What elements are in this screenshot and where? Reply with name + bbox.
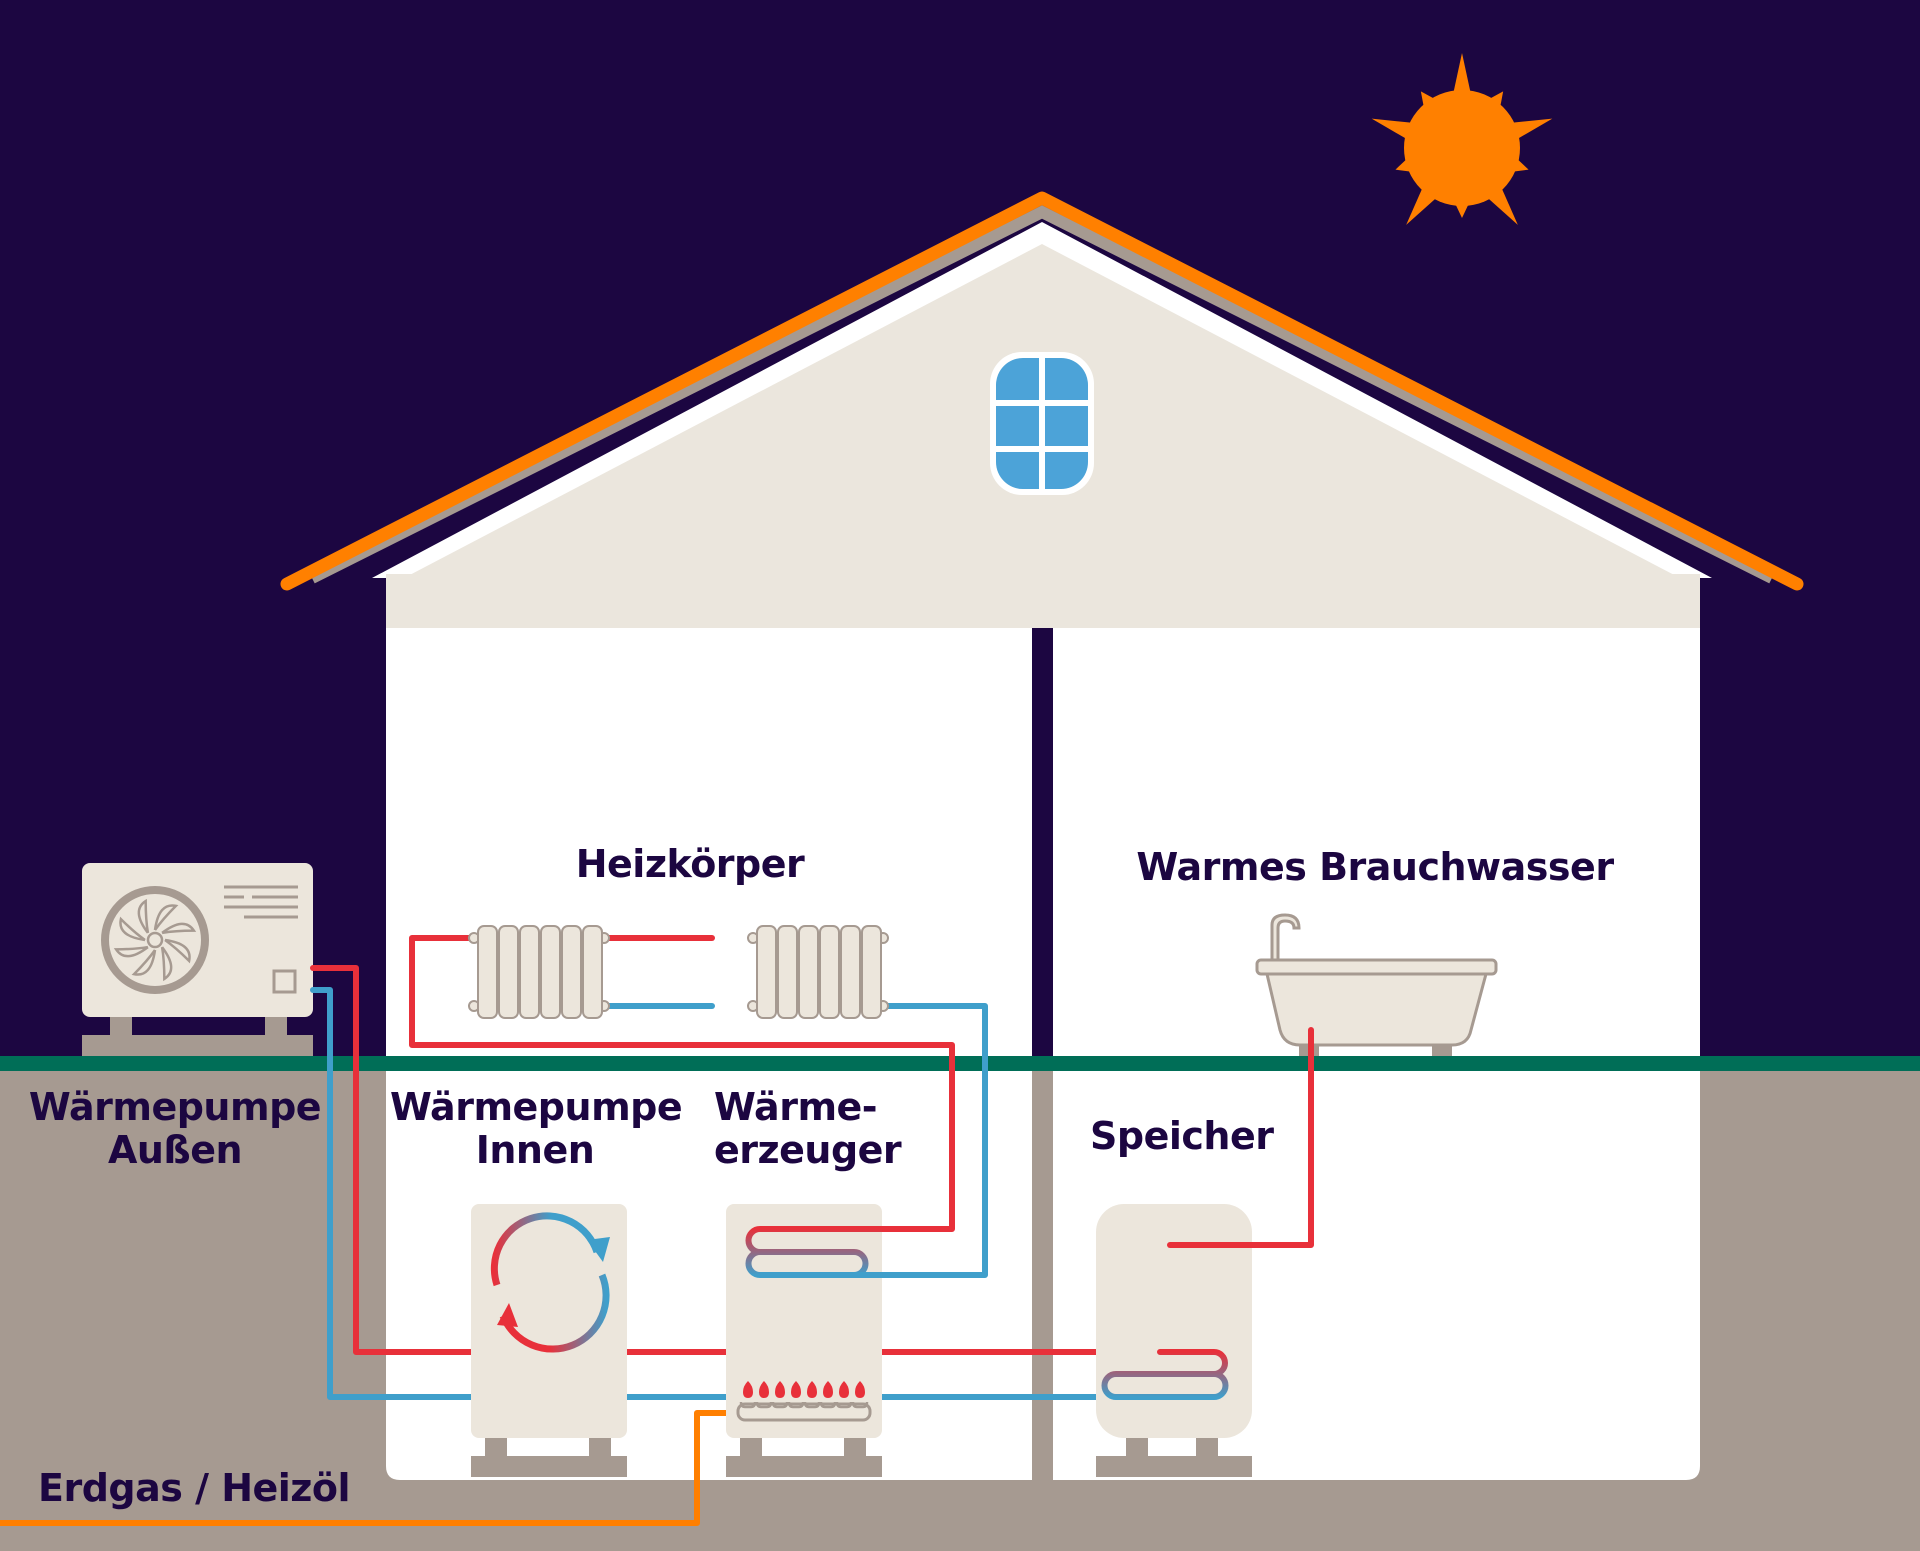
indoor-heat-pump-label: Wärmepumpe Innen	[390, 1085, 683, 1172]
gas-pipe	[0, 1410, 753, 1526]
fan-blade	[161, 922, 197, 935]
radiator-fin	[519, 925, 540, 1019]
fan-hub	[146, 931, 164, 949]
fan-blade	[160, 946, 173, 982]
heat-pump-outdoor-icon	[82, 863, 313, 1056]
flame-icon	[855, 1381, 865, 1398]
hot-water-label: Warmes Brauchwasser	[1136, 845, 1614, 889]
radiator-fin	[861, 925, 882, 1019]
indoor-heat-pump-label-line1: Wärmepumpe	[390, 1085, 683, 1129]
flame-icon	[775, 1381, 785, 1398]
burner-nozzle	[819, 1401, 837, 1409]
fuel-label: Erdgas / Heizöl	[38, 1466, 351, 1510]
radiator-fin	[582, 925, 603, 1019]
radiator-fin	[540, 925, 561, 1019]
roof-gray-trim	[309, 205, 1775, 584]
flame-icon	[807, 1381, 817, 1398]
cycle-arrows-icon	[490, 1212, 610, 1353]
fan-blade	[153, 904, 179, 931]
radiator-fin	[477, 925, 498, 1019]
radiator-label: Heizkörper	[575, 842, 805, 886]
sun-ray	[1505, 153, 1529, 173]
burner-nozzle	[803, 1401, 821, 1409]
burner-nozzle	[787, 1401, 805, 1409]
roof-orange-edge	[280, 191, 1804, 591]
outdoor-heat-pump-label-line1: Wärmepumpe	[28, 1085, 322, 1129]
radiator-fin	[561, 925, 582, 1019]
heat-generator-label-line2: erzeuger	[714, 1128, 902, 1172]
burner-nozzle	[851, 1401, 869, 1409]
boiler-icon	[726, 1204, 985, 1477]
outdoor-heat-pump-label-line2: Außen	[107, 1128, 243, 1172]
fan-blade	[119, 916, 146, 942]
flame-icon	[743, 1381, 753, 1398]
sun-icon	[1371, 53, 1553, 225]
sun-ray	[1482, 91, 1504, 115]
heat-generator-label: Wärme- erzeuger	[714, 1085, 902, 1172]
fan-icon	[101, 886, 209, 994]
fan-ring	[101, 886, 209, 994]
burner-nozzle	[739, 1401, 757, 1409]
sun-disc	[1404, 90, 1520, 206]
sun-ray	[1406, 181, 1442, 225]
heat-pump-indoor-icon	[471, 1204, 627, 1477]
radiator-icon	[747, 925, 889, 1019]
fan-blade	[131, 949, 157, 976]
bathtub-icon	[1255, 913, 1498, 1063]
indoor-heat-pump-label-line2: Innen	[475, 1128, 595, 1172]
burner-nozzle	[835, 1401, 853, 1409]
fan-blade	[137, 898, 150, 934]
ground-line	[0, 1056, 1920, 1071]
radiator-fin	[498, 925, 519, 1019]
flame-icon	[791, 1381, 801, 1398]
flame-icon	[823, 1381, 833, 1398]
sun-ray	[1505, 118, 1553, 143]
burner-nozzle	[755, 1401, 773, 1409]
fan-blade	[164, 938, 191, 964]
gable-wall	[386, 574, 1700, 628]
flame-icon	[839, 1381, 849, 1398]
storage-label: Speicher	[1090, 1114, 1274, 1158]
radiator-fin	[819, 925, 840, 1019]
radiator-fin	[840, 925, 861, 1019]
storage-tank-icon	[1096, 1204, 1255, 1477]
sun-ray	[1482, 181, 1518, 225]
outdoor-heat-pump-label: Wärmepumpe Außen	[20, 1086, 330, 1172]
sun-ray	[1452, 53, 1472, 99]
heat-generator-label-line1: Wärme-	[714, 1085, 878, 1129]
flame-icon	[759, 1381, 769, 1398]
tank-coil	[1101, 1349, 1229, 1400]
sun-ray	[1420, 91, 1442, 115]
radiator-fin	[798, 925, 819, 1019]
sun-ray	[1452, 197, 1472, 218]
burner-nozzle	[771, 1401, 789, 1409]
radiator-icon	[468, 925, 610, 1019]
fan-blade	[113, 945, 149, 958]
sun-ray	[1371, 118, 1419, 143]
sun-ray	[1395, 153, 1419, 173]
radiator-fin	[777, 925, 798, 1019]
heating-coil	[745, 1226, 885, 1278]
window-icon	[990, 352, 1094, 495]
radiator-fin	[756, 925, 777, 1019]
